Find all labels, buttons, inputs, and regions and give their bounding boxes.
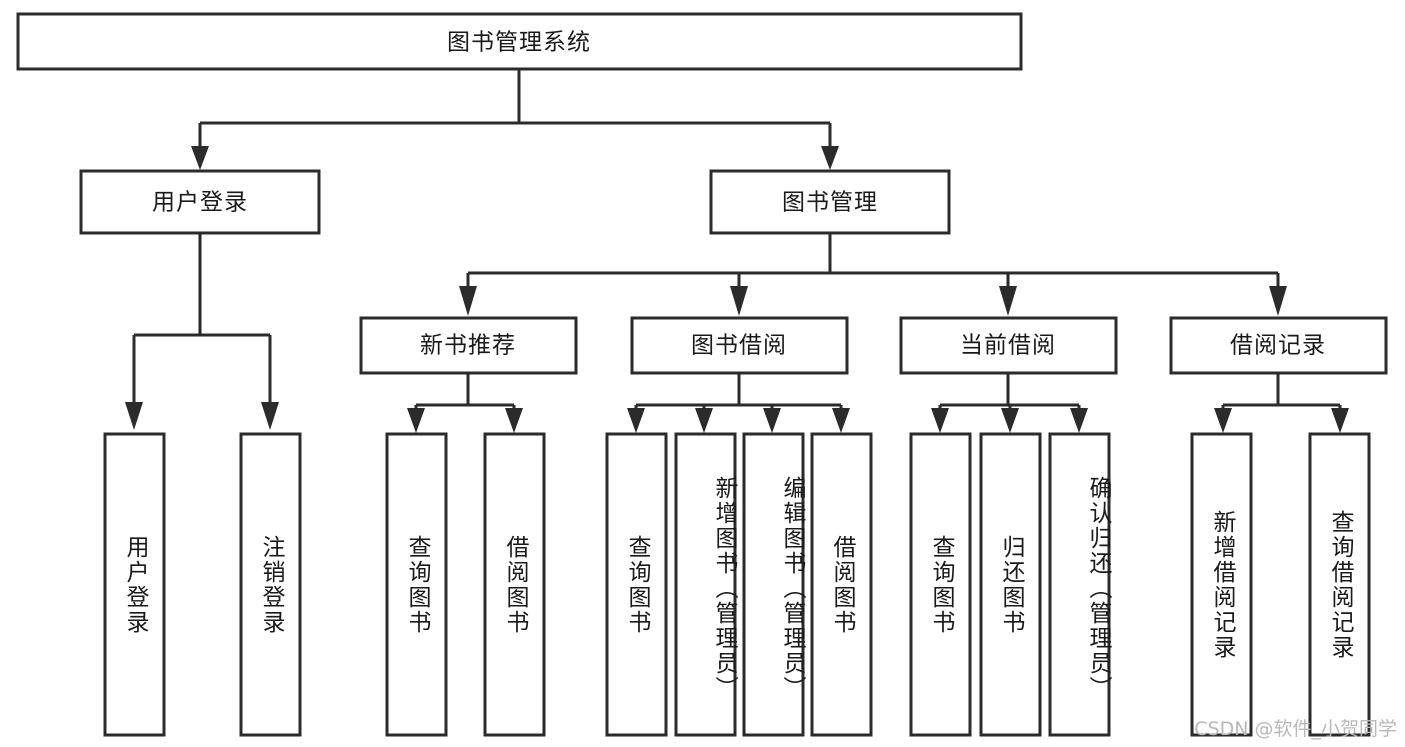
arrowhead-leaf-add-book bbox=[695, 408, 713, 433]
node-box-leaf-user-login[interactable] bbox=[103, 432, 166, 737]
node-label-new-book-recommend: 新书推荐 bbox=[420, 333, 516, 359]
node-label-root: 图书管理系统 bbox=[447, 30, 591, 56]
connector-group-user-login bbox=[125, 233, 279, 430]
node-label-user-login: 用户登录 bbox=[152, 190, 248, 216]
arrowhead-current-borrow bbox=[999, 286, 1017, 316]
arrowhead-user-login bbox=[191, 146, 209, 170]
node-box-leaf-add-book[interactable] bbox=[674, 432, 737, 737]
arrowhead-leaf-edit-book bbox=[763, 408, 781, 433]
node-box-leaf-add-record[interactable] bbox=[1190, 432, 1253, 737]
node-box-leaf-query-book-3[interactable] bbox=[909, 432, 972, 737]
arrowhead-leaf-query-record bbox=[1331, 408, 1349, 433]
connector-group-current-borrow bbox=[931, 373, 1088, 433]
arrowhead-book-borrow bbox=[730, 286, 748, 316]
arrowhead-borrow-records bbox=[1269, 286, 1287, 316]
node-box-book-management[interactable] bbox=[709, 169, 951, 235]
arrowhead-leaf-query-book-3 bbox=[931, 408, 949, 433]
node-box-leaf-query-book-2[interactable] bbox=[605, 432, 668, 737]
node-label-current-borrow: 当前借阅 bbox=[960, 333, 1056, 359]
node-label-book-borrow: 图书借阅 bbox=[691, 333, 787, 359]
connector-group-book-borrow bbox=[627, 373, 850, 433]
connector-group-root bbox=[191, 69, 839, 170]
node-box-leaf-user-logout[interactable] bbox=[239, 432, 302, 737]
node-box-leaf-borrow-book-2[interactable] bbox=[810, 432, 873, 737]
arrowhead-leaf-user-login bbox=[125, 402, 143, 430]
node-box-leaf-return-book[interactable] bbox=[979, 432, 1042, 737]
node-box-user-login[interactable] bbox=[79, 169, 321, 235]
node-label-borrow-records: 借阅记录 bbox=[1230, 333, 1326, 359]
arrowhead-leaf-borrow-book-1 bbox=[505, 408, 523, 433]
node-box-root[interactable] bbox=[16, 12, 1023, 71]
node-box-leaf-query-book-1[interactable] bbox=[385, 432, 448, 737]
node-label-book-management: 图书管理 bbox=[782, 190, 878, 216]
node-box-leaf-query-record[interactable] bbox=[1308, 432, 1371, 737]
connector-group-borrow-records bbox=[1214, 373, 1349, 433]
arrowhead-leaf-user-logout bbox=[261, 402, 279, 430]
node-box-leaf-edit-book[interactable] bbox=[742, 432, 805, 737]
node-box-borrow-records[interactable] bbox=[1169, 316, 1388, 375]
node-box-leaf-confirm-return[interactable] bbox=[1048, 432, 1111, 737]
node-box-new-book-recommend[interactable] bbox=[359, 316, 578, 375]
connector-group-book-management bbox=[459, 233, 1287, 316]
arrowhead-leaf-borrow-book-2 bbox=[832, 408, 850, 433]
node-box-leaf-borrow-book-1[interactable] bbox=[483, 432, 546, 737]
watermark-text: CSDN @软件_小贺同学 bbox=[1194, 718, 1397, 740]
arrowhead-new-book-recommend bbox=[459, 286, 477, 316]
arrowhead-leaf-confirm-return bbox=[1070, 408, 1088, 433]
arrowhead-leaf-query-book-2 bbox=[627, 408, 645, 433]
arrowhead-book-management bbox=[821, 146, 839, 170]
arrowhead-leaf-add-record bbox=[1214, 408, 1232, 433]
node-box-current-borrow[interactable] bbox=[899, 316, 1118, 375]
connector-group-new-book-recommend bbox=[407, 373, 523, 433]
arrowhead-leaf-return-book bbox=[1001, 408, 1019, 433]
arrowhead-leaf-query-book-1 bbox=[407, 408, 425, 433]
node-box-book-borrow[interactable] bbox=[630, 316, 849, 375]
